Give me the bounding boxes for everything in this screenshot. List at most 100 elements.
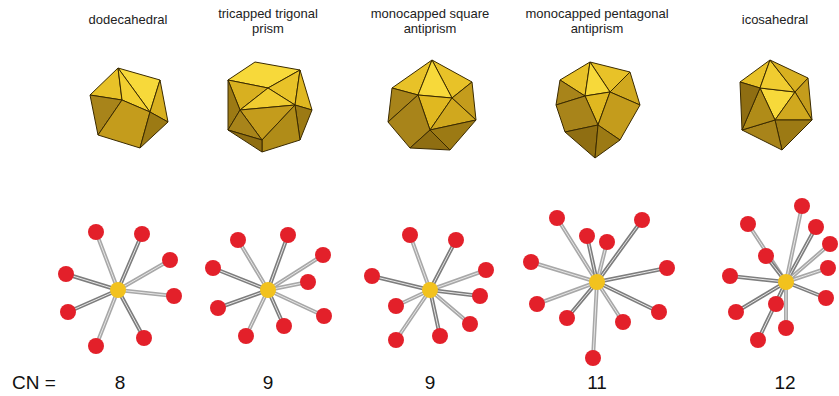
face — [90, 68, 122, 100]
bond — [748, 224, 786, 282]
face — [775, 92, 812, 120]
ligand-atom — [315, 247, 331, 263]
cn-label: CN = — [12, 372, 92, 394]
bond — [736, 282, 786, 312]
ligand-atom — [822, 236, 838, 252]
ligand-atom — [599, 234, 615, 250]
coordination-number: 9 — [410, 372, 450, 394]
ligand-atom — [205, 260, 221, 276]
ligand-atom — [136, 330, 152, 346]
bond — [593, 282, 597, 358]
ligand-atom — [134, 226, 150, 242]
bond-highlight — [96, 232, 118, 290]
icosahedron — [740, 60, 812, 150]
face — [740, 82, 760, 130]
ligand-atom — [794, 198, 810, 214]
bond — [213, 268, 268, 290]
ligand-atom — [818, 290, 834, 306]
bond-highlight — [410, 235, 430, 290]
ball-and-stick-models — [58, 198, 838, 366]
bond — [372, 276, 430, 290]
bond-highlight — [268, 290, 324, 316]
monocapped-square-antiprism — [388, 60, 476, 150]
geometry-name: tricapped trigonal prism — [213, 6, 323, 36]
bond-highlight — [66, 274, 118, 290]
ligand-atom — [162, 252, 178, 268]
face — [565, 125, 598, 158]
coordination-number: 11 — [577, 372, 617, 394]
bond-highlight — [748, 224, 786, 282]
bond — [118, 290, 144, 338]
ligand-atom — [316, 308, 332, 324]
ligand-atom — [634, 212, 650, 228]
dodecahedron — [90, 68, 168, 148]
ligand-atom — [88, 338, 104, 354]
bond — [268, 290, 324, 316]
ligand-atom — [740, 216, 756, 232]
ligand-atom — [585, 350, 601, 366]
ligand-atom — [388, 332, 404, 348]
face — [418, 60, 452, 98]
bond-highlight — [730, 276, 786, 282]
ligand-atom — [820, 260, 836, 276]
ligand-atom — [758, 248, 774, 264]
face — [595, 125, 620, 158]
face — [295, 70, 312, 110]
central-atom — [260, 282, 276, 298]
bond — [96, 232, 118, 290]
bond-highlight — [593, 282, 597, 358]
ligand-atom — [722, 268, 738, 284]
ligand-atom — [579, 228, 595, 244]
ligand-atom — [230, 232, 246, 248]
bond-highlight — [268, 255, 323, 290]
ligand-atom — [808, 219, 824, 235]
bond-highlight — [96, 290, 118, 346]
central-atom — [589, 274, 605, 290]
geometry-name: dodecahedral — [68, 12, 188, 27]
bond — [118, 260, 170, 290]
face — [410, 130, 450, 150]
ligand-atom — [529, 296, 545, 312]
monocapped-pentagonal-antiprism — [556, 62, 640, 158]
ligand-atom — [300, 274, 316, 290]
ligand-atom — [615, 314, 631, 330]
face — [585, 62, 610, 96]
ligand-atom — [750, 332, 766, 348]
bond-highlight — [213, 268, 268, 290]
geometry-name: monocapped pentagonal antiprism — [522, 6, 672, 36]
ligand-atom — [768, 296, 784, 312]
ligand-atom — [60, 304, 76, 320]
geometry-name: monocapped square antiprism — [370, 6, 490, 36]
ligand-atom — [58, 266, 74, 282]
bond — [396, 290, 430, 340]
ligand-atom — [659, 260, 675, 276]
bond — [66, 274, 118, 290]
bond — [730, 276, 786, 282]
ligand-atom — [388, 298, 404, 314]
ligand-atom — [651, 304, 667, 320]
ligand-atom — [88, 224, 104, 240]
ligand-atom — [276, 318, 292, 334]
bond — [118, 290, 174, 296]
central-atom — [110, 282, 126, 298]
bond-highlight — [118, 260, 170, 290]
face — [262, 105, 300, 152]
bond-highlight — [736, 282, 786, 312]
central-atom — [422, 282, 438, 298]
bond — [268, 255, 323, 290]
geometry-name: icosahedral — [720, 12, 830, 27]
bond-highlight — [372, 276, 430, 290]
bond — [96, 290, 118, 346]
ligand-atom — [364, 268, 380, 284]
coordination-number: 9 — [248, 372, 288, 394]
bond-highlight — [118, 290, 144, 338]
bond-highlight — [597, 282, 659, 312]
tricapped-trigonal-prism — [228, 62, 312, 152]
ligand-atom — [432, 328, 448, 344]
bond-highlight — [430, 270, 486, 290]
ligand-atom — [549, 210, 565, 226]
coordination-number: 12 — [765, 372, 805, 394]
bond-highlight — [597, 268, 667, 282]
ligand-atom — [210, 300, 226, 316]
